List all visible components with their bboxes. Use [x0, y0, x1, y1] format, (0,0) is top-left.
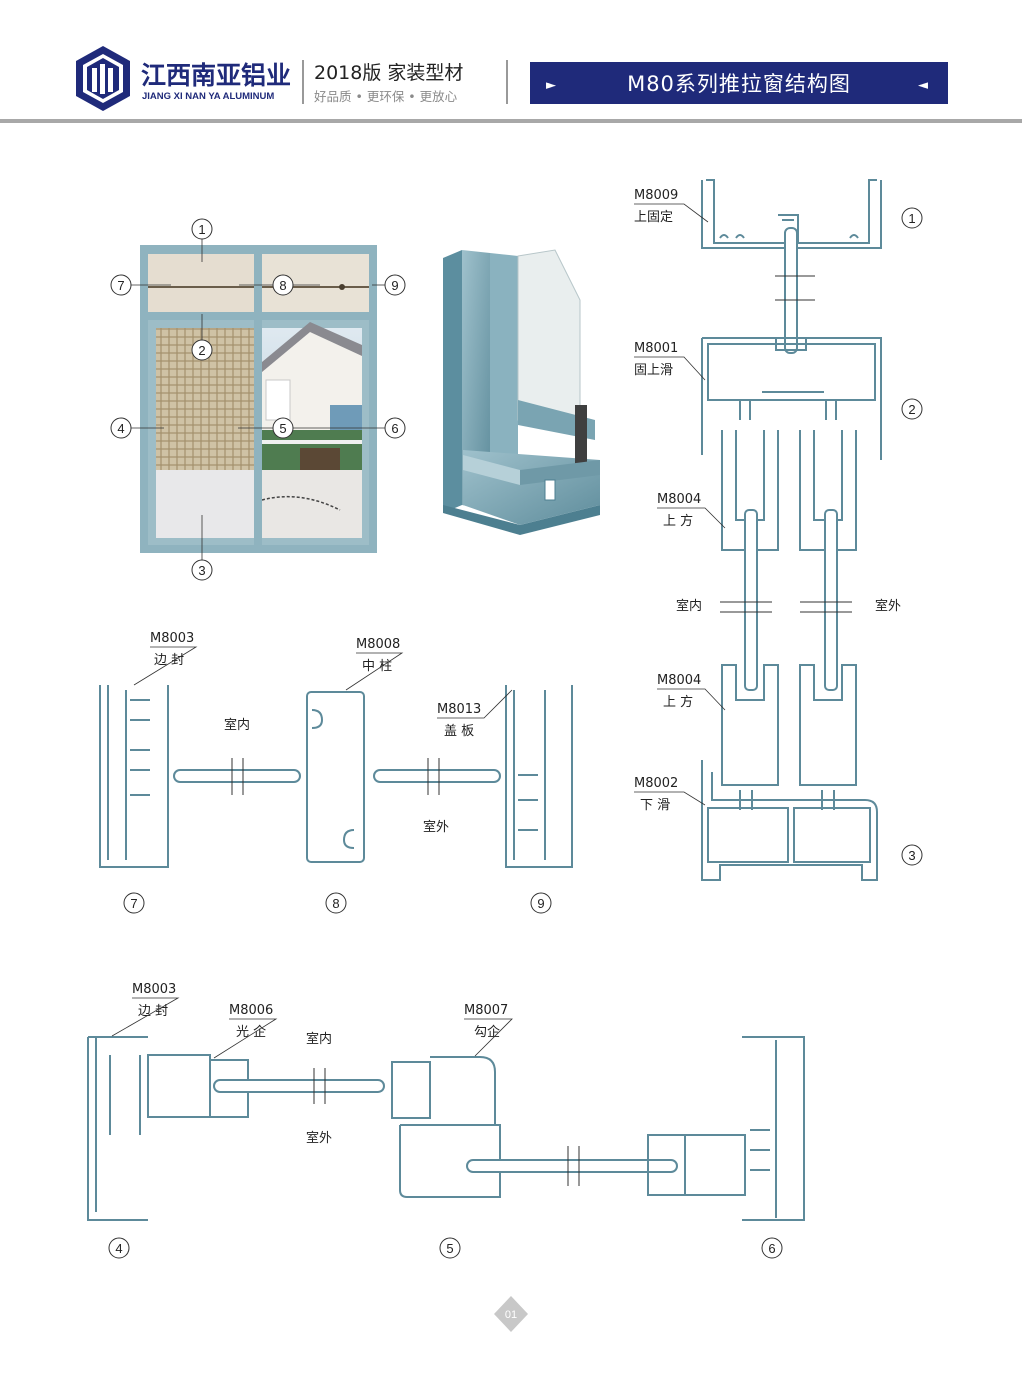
label-m8001-name: 固上滑: [634, 363, 673, 378]
svg-text:9: 9: [537, 896, 544, 911]
label-leader-lines: [111, 203, 726, 1059]
window-elevation: [140, 245, 377, 553]
label-m8003a-code: M8003: [150, 631, 194, 646]
label-outdoor-right: 室外: [875, 598, 901, 614]
label-m8004b-name: 上 方: [663, 694, 693, 710]
callout-5-section: 5: [439, 1237, 461, 1259]
svg-text:3: 3: [908, 848, 915, 863]
svg-text:8: 8: [279, 278, 286, 293]
header: 江西南亚铝业 JIANG XI NAN YA ALUMINUM 2018版 家装…: [0, 46, 1022, 123]
vertical-section: [701, 179, 882, 881]
label-m8006-code: M8006: [229, 1003, 273, 1018]
label-indoor-mid: 室内: [224, 717, 250, 733]
page-number: 01: [505, 1309, 517, 1321]
label-m8001-code: M8001: [634, 341, 678, 356]
label-m8013-code: M8013: [437, 702, 481, 717]
label-m8002-name: 下 滑: [640, 798, 670, 813]
svg-text:4: 4: [115, 1241, 122, 1256]
title-banner: [530, 62, 948, 104]
elevation-callout-lines: [131, 239, 385, 560]
callout-6-elev: 6: [384, 417, 406, 439]
label-indoor-bottom: 室内: [306, 1031, 332, 1047]
callout-3-elev: 3: [191, 559, 213, 581]
label-m8004a-name: 上 方: [663, 513, 693, 529]
svg-text:7: 7: [130, 896, 137, 911]
callout-8-elev: 8: [272, 274, 294, 296]
header-rule: [0, 119, 1022, 123]
svg-text:9: 9: [391, 278, 398, 293]
callout-1-section: 1: [901, 207, 923, 229]
label-m8006-name: 光 企: [236, 1024, 266, 1040]
callout-4-elev: 4: [110, 417, 132, 439]
label-m8008-code: M8008: [356, 637, 400, 652]
title-arrow-right: ◄: [918, 78, 928, 93]
label-m8004b-code: M8004: [657, 673, 701, 688]
svg-text:1: 1: [908, 211, 915, 226]
callout-2-section: 2: [901, 398, 923, 420]
profile-labels: M8009 上固定 M8001 固上滑 M8004 上 方 室内 室外 M800…: [132, 188, 901, 1146]
label-m8003b-code: M8003: [132, 982, 176, 997]
svg-text:6: 6: [768, 1241, 775, 1256]
svg-text:5: 5: [446, 1241, 453, 1256]
number-callouts: 1 7 8 9 2 4 5 6 3 1 2 3 7 8 9 4 5 6: [108, 207, 923, 1259]
callout-8-section: 8: [325, 892, 347, 914]
label-outdoor-bottom: 室外: [306, 1130, 332, 1146]
svg-text:8: 8: [332, 896, 339, 911]
callout-9-elev: 9: [384, 274, 406, 296]
callout-9-section: 9: [530, 892, 552, 914]
brand-name-en: JIANG XI NAN YA ALUMINUM: [142, 91, 274, 102]
brand-name-cn: 江西南亚铝业: [141, 61, 291, 90]
slogan-text: 好品质 • 更环保 • 更放心: [314, 89, 458, 104]
callout-1-elev: 1: [191, 218, 213, 240]
callout-3-section: 3: [901, 844, 923, 866]
callout-7-section: 7: [123, 892, 145, 914]
callout-5-elev: 5: [272, 417, 294, 439]
horizontal-section-top: [99, 685, 573, 868]
svg-text:6: 6: [391, 421, 398, 436]
callout-6-section: 6: [761, 1237, 783, 1259]
label-m8008-name: 中 柱: [362, 659, 392, 674]
callout-7-elev: 7: [110, 274, 132, 296]
label-m8003a-name: 边 封: [154, 653, 184, 668]
label-m8013-name: 盖 板: [444, 724, 474, 739]
svg-text:4: 4: [117, 421, 124, 436]
label-m8009-name: 上固定: [634, 210, 673, 225]
callout-2-elev: 2: [191, 339, 213, 361]
corner-render: [443, 249, 600, 535]
label-m8002-code: M8002: [634, 776, 678, 791]
label-m8009-code: M8009: [634, 188, 678, 203]
page-number-badge: 01: [494, 1296, 528, 1332]
horizontal-section-bottom: [87, 1036, 805, 1221]
page-title: M80系列推拉窗结构图: [627, 72, 851, 96]
label-m8007-code: M8007: [464, 1003, 508, 1018]
label-m8004a-code: M8004: [657, 492, 701, 507]
label-indoor-right: 室内: [676, 598, 702, 614]
label-outdoor-mid: 室外: [423, 819, 449, 835]
brand-logo: [76, 46, 130, 111]
svg-text:1: 1: [198, 222, 205, 237]
svg-text:5: 5: [279, 421, 286, 436]
svg-text:2: 2: [198, 343, 205, 358]
callout-4-section: 4: [108, 1237, 130, 1259]
edition-text: 2018版 家装型材: [314, 62, 463, 84]
svg-text:7: 7: [117, 278, 124, 293]
label-m8007-name: 勾企: [474, 1024, 500, 1040]
title-arrow-left: ►: [546, 78, 556, 93]
svg-text:2: 2: [908, 402, 915, 417]
svg-text:3: 3: [198, 563, 205, 578]
